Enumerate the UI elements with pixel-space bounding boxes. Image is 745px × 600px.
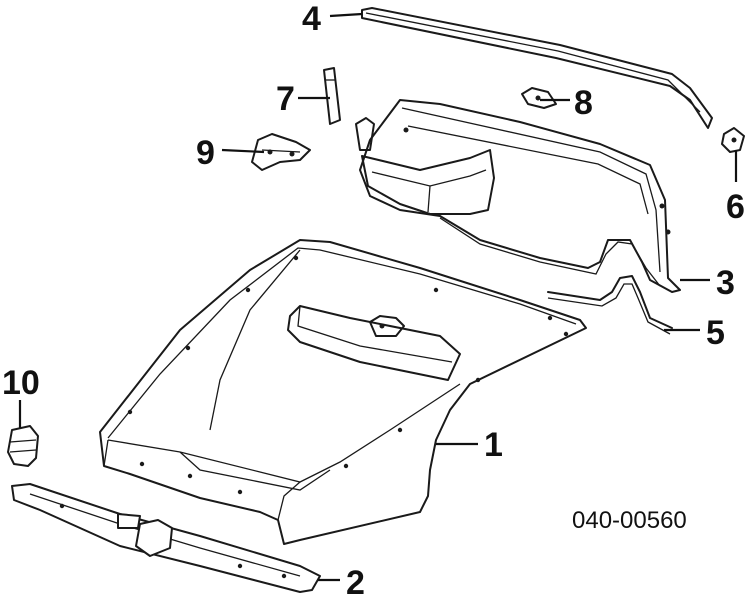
part-1-hood [99, 239, 587, 545]
leader-lines [18, 12, 738, 582]
callout-3: 3 [716, 264, 735, 302]
callout-10: 10 [2, 364, 40, 402]
part-6-clip [721, 127, 745, 153]
callout-6: 6 [726, 188, 745, 226]
part-5-cable [547, 275, 673, 335]
callout-4: 4 [302, 0, 321, 38]
callout-7: 7 [276, 80, 295, 118]
part-10-bumper [7, 425, 39, 467]
part-9-hinge [251, 133, 311, 171]
part-7-bracket [323, 67, 341, 125]
part-2-latch-support [11, 483, 321, 593]
part-3-seal-panel [355, 99, 681, 293]
callout-5: 5 [706, 314, 725, 352]
callout-1: 1 [484, 426, 503, 464]
part-4-weatherstrip [361, 7, 713, 129]
part-8-clip [521, 87, 557, 109]
callout-2: 2 [346, 564, 365, 600]
diagram-code: 040-00560 [572, 507, 687, 534]
callout-9: 9 [196, 134, 215, 172]
callout-8: 8 [574, 84, 593, 122]
